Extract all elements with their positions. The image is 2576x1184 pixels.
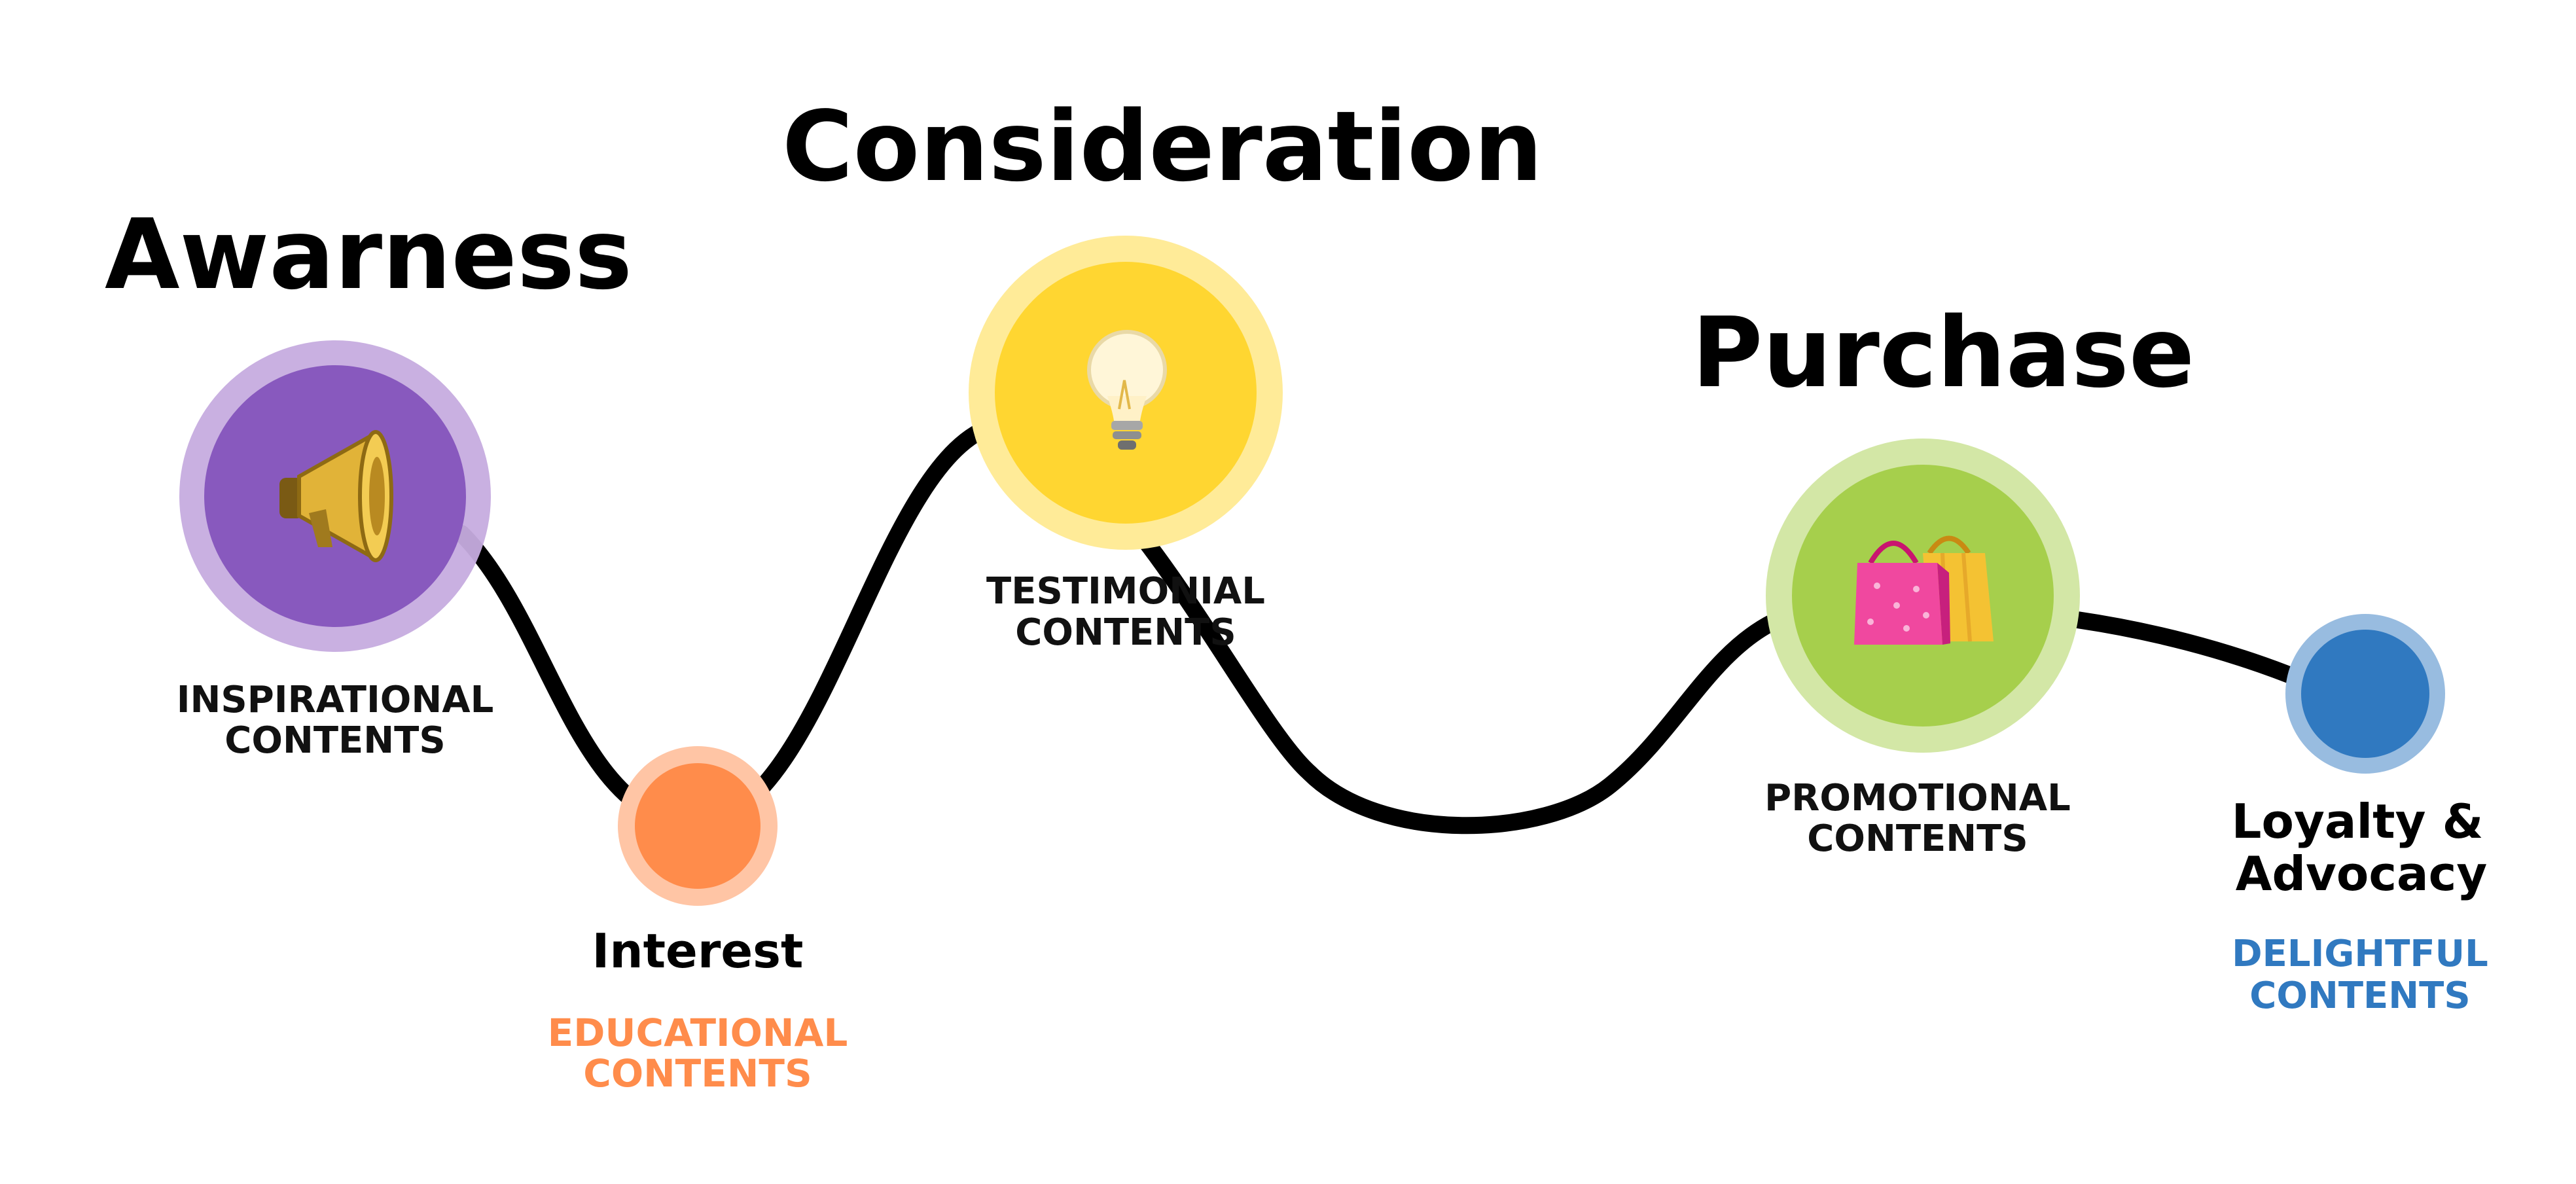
interest-circle [635, 763, 760, 889]
stage-awareness: Awarness INSPIRATIONAL CONTENTS [105, 198, 632, 762]
awareness-title: Awarness [105, 198, 632, 311]
purchase-subtitle-line1: PROMOTIONAL [1764, 777, 2071, 819]
consideration-subtitle-line2: CONTENTS [1015, 611, 1236, 654]
interest-subtitle-line2: CONTENTS [583, 1051, 812, 1096]
stage-consideration: Consideration TESTIMONIAL CONTENTS [782, 90, 1543, 654]
stage-purchase: Purchase PROMOTIONAL CONTENTS [1692, 296, 2194, 860]
awareness-subtitle-line2: CONTENTS [224, 719, 445, 762]
shopping-bags-icon [1854, 535, 1994, 645]
lightbulb-icon [1087, 330, 1167, 450]
loyalty-title-line2: Advocacy [2236, 846, 2488, 901]
interest-subtitle-line1: EDUCATIONAL [548, 1011, 848, 1055]
consideration-title: Consideration [782, 90, 1543, 203]
purchase-subtitle-line2: CONTENTS [1807, 817, 2028, 860]
interest-title: Interest [592, 924, 804, 978]
consideration-subtitle-line1: TESTIMONIAL [986, 570, 1265, 613]
loyalty-subtitle-line2: CONTENTS [2249, 975, 2470, 1017]
awareness-subtitle-line1: INSPIRATIONAL [177, 679, 494, 721]
stage-interest: Interest EDUCATIONAL CONTENTS [548, 746, 848, 1096]
loyalty-subtitle-line1: DELIGHTFUL [2232, 933, 2488, 975]
megaphone-icon [279, 430, 393, 562]
loyalty-circle [2301, 630, 2429, 758]
loyalty-title-line1: Loyalty & [2232, 794, 2484, 849]
purchase-title: Purchase [1692, 296, 2194, 409]
stage-loyalty: Loyalty & Advocacy DELIGHTFUL CONTENTS [2232, 614, 2488, 1017]
